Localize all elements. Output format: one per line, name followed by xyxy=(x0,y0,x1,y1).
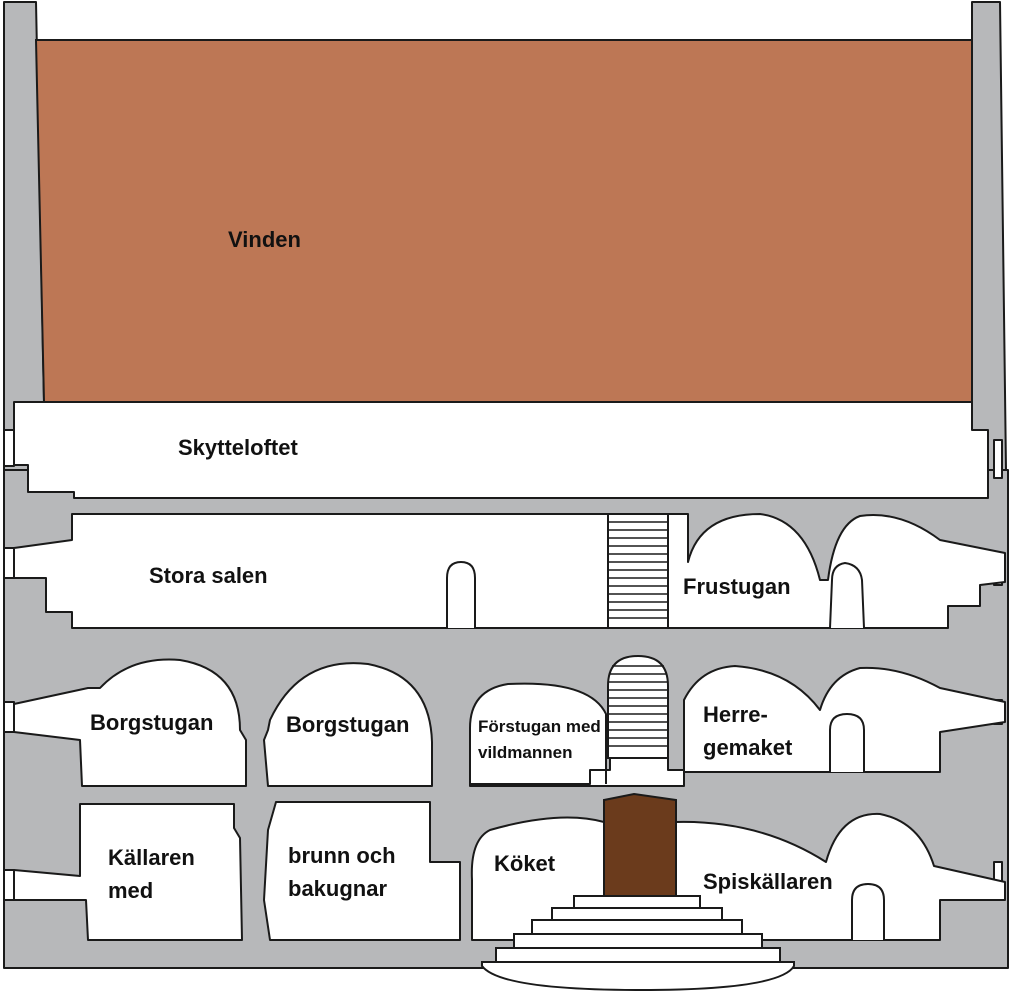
niche-stora-salen xyxy=(446,561,476,628)
label-vinden: Vinden xyxy=(228,227,301,252)
left-window-strip-3 xyxy=(3,701,15,733)
niche-herregemaket xyxy=(829,713,865,772)
room-brunn xyxy=(263,801,461,941)
left-window-strip-2 xyxy=(3,547,15,579)
room-stora-salen xyxy=(13,513,611,629)
room-skytteloftet xyxy=(13,401,989,499)
label-kallaren-line2: med xyxy=(108,878,153,903)
label-herregemaket-line2: gemaket xyxy=(703,735,793,760)
label-borgstugan-2: Borgstugan xyxy=(286,712,409,737)
label-stora-salen: Stora salen xyxy=(149,563,268,588)
room-borgstugan-2 xyxy=(263,662,433,787)
label-borgstugan-1: Borgstugan xyxy=(90,710,213,735)
label-brunn-line2: bakugnar xyxy=(288,876,387,901)
label-forstugan-line1: Förstugan med xyxy=(478,717,601,736)
niche-frustugan xyxy=(829,562,865,629)
left-window-strip-4 xyxy=(3,869,15,901)
niche-spiskallaren xyxy=(851,883,885,940)
attic-vinden xyxy=(34,39,973,403)
label-kallaren-line1: Källaren xyxy=(108,845,195,870)
staircase-upper-steps xyxy=(608,521,668,619)
kitchen-door xyxy=(603,792,677,899)
right-window-strip-1 xyxy=(993,439,1003,479)
label-skytteloftet: Skytteloftet xyxy=(178,435,298,460)
left-window-strip-1 xyxy=(3,429,15,467)
room-spiskallaren xyxy=(675,812,1006,941)
staircase-upper xyxy=(607,513,669,629)
staircase-middle-steps xyxy=(608,665,668,747)
label-frustugan: Frustugan xyxy=(683,574,791,599)
label-koket: Köket xyxy=(494,851,556,876)
room-kallaren xyxy=(13,803,243,941)
staircase-middle xyxy=(607,654,669,759)
label-forstugan-line2: vildmannen xyxy=(478,743,572,762)
label-spiskallaren: Spiskällaren xyxy=(703,869,833,894)
room-forstugan xyxy=(469,682,685,787)
entrance-steps xyxy=(481,895,795,992)
label-herregemaket-line1: Herre- xyxy=(703,702,768,727)
room-borgstugan-1 xyxy=(13,658,247,787)
label-brunn-line1: brunn och xyxy=(288,843,396,868)
